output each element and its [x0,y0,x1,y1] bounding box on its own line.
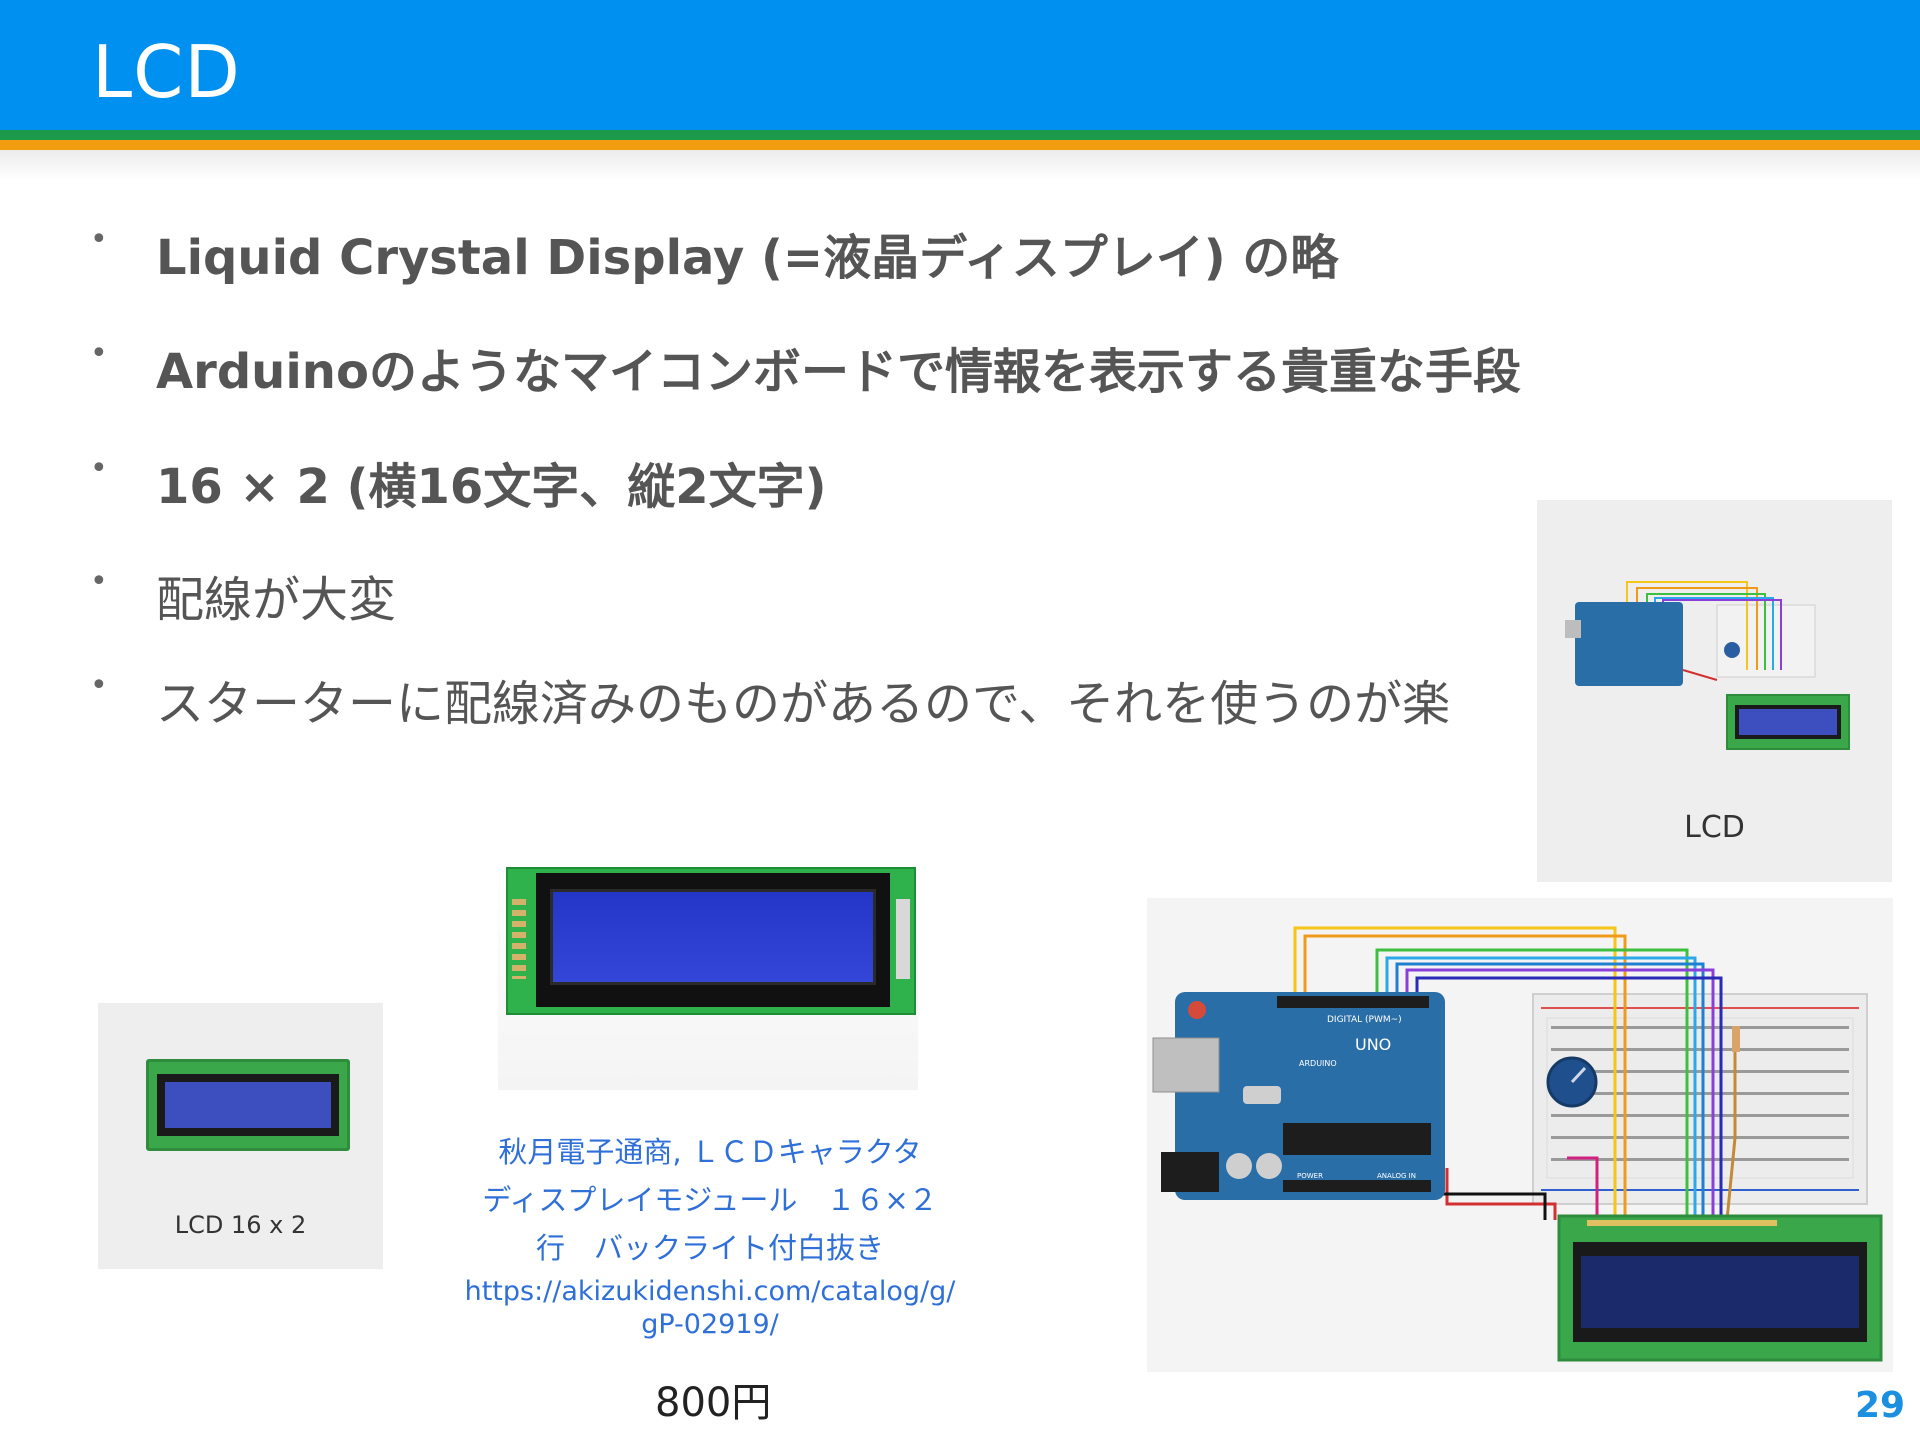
bullet-dot: • [90,564,108,599]
arduino-power-label: POWER [1297,1172,1323,1180]
lcd-module-image [146,1059,350,1151]
caption-line: ディスプレイモジュール １６×２ [482,1183,938,1217]
arduino-analog-label: ANALOG IN [1377,1172,1416,1180]
lcd-16x2-panel: LCD 16 x 2 [98,1003,383,1269]
bullet-dot: • [90,668,108,703]
bullet-text: Arduinoのようなマイコンボードで情報を表示する貴重な手段 [156,344,1521,400]
bullet-text: スターターに配線済みのものがあるので、それを使うのが楽 [156,676,1451,732]
header-stripe-green [0,130,1920,140]
bullet-dot: • [90,222,108,257]
product-caption: 秋月電子通商, ＬＣＤキャラクタ ディスプレイモジュール １６×２ 行 バックラ… [440,1128,980,1272]
product-link[interactable]: https://akizukidenshi.com/catalog/g/ gP-… [440,1275,980,1341]
caption-line: 秋月電子通商, ＬＣＤキャラクタ [498,1135,922,1169]
url-line[interactable]: gP-02919/ [641,1309,779,1340]
pin-header [512,899,526,979]
title-bar [0,0,1920,130]
arduino-uno-label: UNO [1355,1035,1391,1054]
caption-line: 行 バックライト付白抜き [535,1231,884,1265]
backlight-pins [896,899,910,979]
lcd-bezel [157,1074,339,1136]
lcd-pcb-photo [506,867,916,1015]
arduino-lcd-circuit: DIGITAL (PWM~) UNO ARDUINO POWER ANALOG … [1147,898,1893,1372]
page-number: 29 [1855,1385,1906,1426]
lcd-16x2-label: LCD 16 x 2 [174,1211,307,1239]
arduino-brand-label: ARDUINO [1299,1059,1337,1068]
circuit-diagram: DIGITAL (PWM~) UNO ARDUINO POWER ANALOG … [1152,926,1883,1362]
lcd-screen [165,1082,331,1128]
bullet-text: Liquid Crystal Display (=液晶ディスプレイ) の略 [156,230,1339,286]
bullet-text: 16 × 2 (横16文字、縦2文字) [156,459,827,515]
bullet-dot: • [90,336,108,371]
starter-lcd-label: LCD [1684,810,1745,845]
arduino-digital-label: DIGITAL (PWM~) [1327,1015,1402,1025]
bullet-text: 配線が大変 [156,572,397,628]
product-photo [498,855,918,1090]
lcd-bezel-photo [536,873,890,1007]
url-line[interactable]: https://akizukidenshi.com/catalog/g/ [464,1276,956,1307]
starter-lcd-panel: LCD [1537,500,1892,882]
bullet-dot: • [90,451,108,486]
header-stripe-orange [0,140,1920,150]
header-shadow [0,150,1920,180]
lcd-screen-photo [550,889,876,985]
starter-circuit-thumbnail [1565,581,1850,750]
slide-title: LCD [92,30,241,114]
price: 800円 [655,1380,772,1426]
